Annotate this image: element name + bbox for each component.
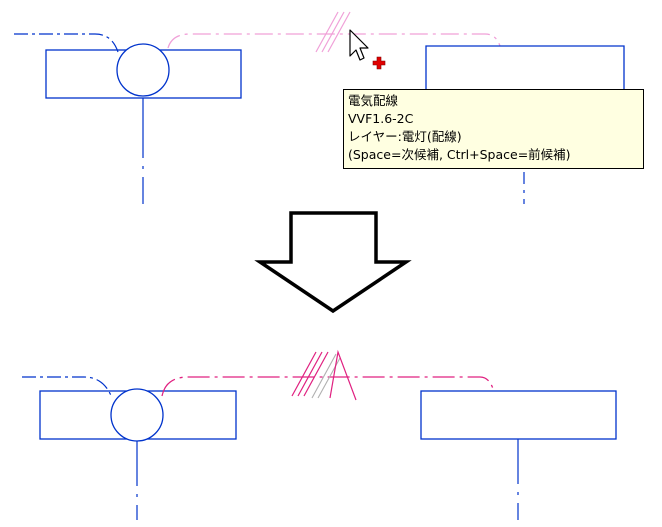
fixture-box-right-top[interactable] xyxy=(425,45,625,89)
tooltip-cable: VVF1.6-2C xyxy=(348,111,414,126)
red-plus-icon xyxy=(372,56,386,70)
fixture-circle-bottom[interactable] xyxy=(110,388,164,442)
tooltip-layer: レイヤー:電灯(配線) xyxy=(348,129,462,144)
fixture-circle-top[interactable] xyxy=(116,43,170,97)
tooltip-hint: (Space=次候補, Ctrl+Space=前候補) xyxy=(348,147,571,162)
wire-left-top[interactable] xyxy=(14,33,119,53)
wire-left-bottom[interactable] xyxy=(22,376,113,399)
hash-mark xyxy=(297,351,323,397)
hash-mark xyxy=(291,351,317,397)
hash-mark xyxy=(327,11,351,53)
before-diagram xyxy=(14,11,625,204)
arrow-cursor-icon xyxy=(349,29,369,61)
tooltip-title: 電気配線 xyxy=(348,93,399,108)
wire-peak xyxy=(329,349,357,401)
hash-mark-gray xyxy=(311,353,337,399)
hash-mark xyxy=(315,11,339,53)
wire-tooltip: 電気配線 VVF1.6-2C レイヤー:電灯(配線) (Space=次候補, C… xyxy=(343,89,644,169)
fixture-box-right-bottom[interactable] xyxy=(420,390,617,440)
hash-mark xyxy=(321,11,345,53)
down-arrow-icon xyxy=(254,211,412,314)
after-diagram xyxy=(22,349,617,520)
hash-mark xyxy=(303,351,329,397)
wire-preview-pink[interactable] xyxy=(167,33,501,49)
